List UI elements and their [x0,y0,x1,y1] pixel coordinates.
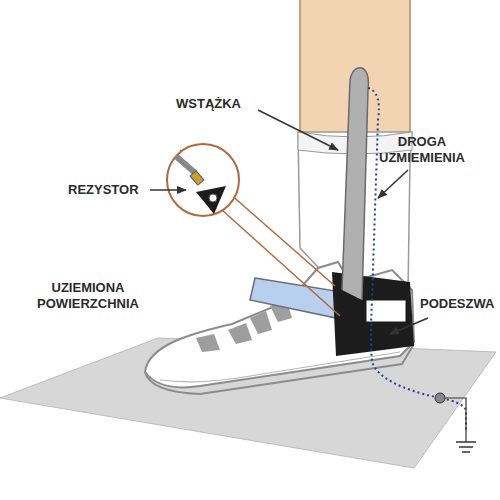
resistor-symbol [178,158,226,214]
laces [196,299,292,352]
leader-line [150,189,186,191]
path-label: DROGA UZMIEMIENIA [372,134,472,166]
ribbon [342,68,368,300]
surface-label: UZIEMIONA POWIERZCHNIA [28,280,148,312]
strap [250,278,342,318]
leader-line [258,110,338,150]
sole-label: PODESZWA [420,296,494,312]
ground-symbol [456,442,476,452]
magnifier [167,144,239,216]
resistor-label: REZYSTOR [68,182,139,198]
leader-line [378,170,408,198]
leader-line [390,318,428,334]
ground-point [435,393,445,403]
ribbon-label: WSTĄŻKA [176,96,241,112]
